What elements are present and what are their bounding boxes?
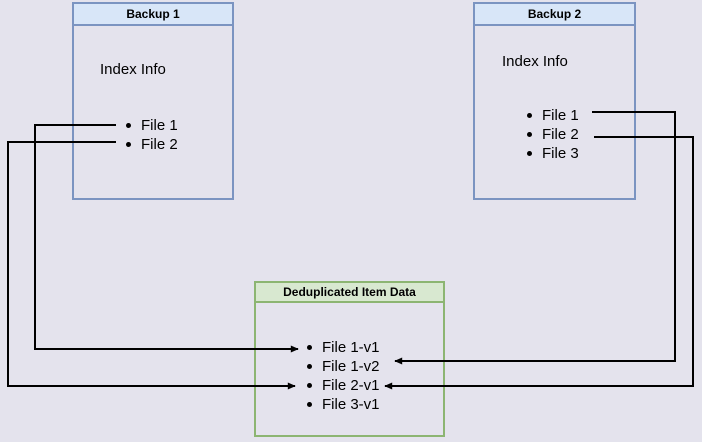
- bullet-icon: [307, 345, 312, 350]
- backup2-title: Backup 2: [527, 7, 582, 21]
- bullet-icon: [126, 123, 131, 128]
- backup2-header: Backup 2: [475, 4, 634, 26]
- bullet-icon: [527, 132, 532, 137]
- item-label: File 1-v1: [322, 339, 380, 356]
- bullet-icon: [307, 364, 312, 369]
- backup1-title: Backup 1: [126, 7, 180, 21]
- item-label: File 2: [141, 136, 178, 153]
- list-item: File 2: [122, 135, 178, 154]
- list-item: File 1: [523, 106, 579, 125]
- bullet-icon: [527, 151, 532, 156]
- backup1-header: Backup 1: [74, 4, 232, 26]
- dedup-header: Deduplicated Item Data: [256, 283, 443, 303]
- list-item: File 1-v1: [303, 338, 380, 357]
- item-label: File 1: [542, 107, 579, 124]
- list-item: File 2-v1: [303, 376, 380, 395]
- bullet-icon: [527, 113, 532, 118]
- backup1-index-info-label: Index Info: [100, 61, 166, 78]
- item-label: File 3: [542, 145, 579, 162]
- deduplicated-item-data-box: Deduplicated Item Data File 1-v1 File 1-…: [254, 281, 445, 437]
- list-item: File 1-v2: [303, 357, 380, 376]
- bullet-icon: [307, 402, 312, 407]
- list-item: File 3: [523, 144, 579, 163]
- item-label: File 2-v1: [322, 377, 380, 394]
- backup2-box: Backup 2 Index Info File 1 File 2 File 3: [473, 2, 636, 200]
- item-label: File 3-v1: [322, 396, 380, 413]
- list-item: File 3-v1: [303, 395, 380, 414]
- bullet-icon: [307, 383, 312, 388]
- item-label: File 2: [542, 126, 579, 143]
- backup2-file-list: File 1 File 2 File 3: [523, 106, 579, 163]
- list-item: File 1: [122, 116, 178, 135]
- bullet-icon: [126, 142, 131, 147]
- item-label: File 1: [141, 117, 178, 134]
- dedup-title: Deduplicated Item Data: [283, 285, 416, 299]
- list-item: File 2: [523, 125, 579, 144]
- backup1-box: Backup 1 Index Info File 1 File 2: [72, 2, 234, 200]
- backup2-index-info-label: Index Info: [502, 53, 568, 70]
- item-label: File 1-v2: [322, 358, 380, 375]
- backup1-file-list: File 1 File 2: [122, 116, 178, 154]
- dedup-file-list: File 1-v1 File 1-v2 File 2-v1 File 3-v1: [303, 338, 380, 414]
